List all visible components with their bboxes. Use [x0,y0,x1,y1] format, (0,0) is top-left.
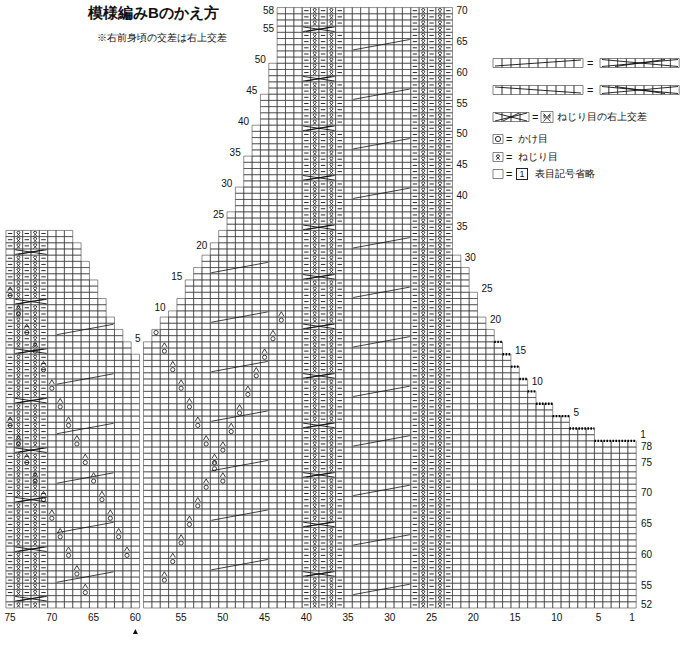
equals-sign: = [506,152,512,163]
neck-row-number: 55 [263,24,274,34]
row-number: 15 [515,346,526,356]
legend-twist-cross-symbol [543,114,550,122]
stitch-number: 10 [551,613,562,623]
equals-sign: = [506,134,512,145]
neck-row-number: 25 [213,210,224,220]
bind-off-line [494,342,636,441]
stitch-number: 60 [130,613,141,623]
stitch-number: 30 [384,613,395,623]
row-number: 60 [641,550,652,560]
stitch-grid [6,8,636,608]
long-cable-line [57,40,410,595]
row-number: 45 [456,160,467,170]
box-text: 1 [519,170,524,179]
cable-cross-symbol [15,27,334,601]
legend-cell [493,59,679,179]
stitch-number: 25 [426,613,437,623]
neck-row-number: 58 [263,6,274,16]
row-number: 65 [641,519,652,529]
legend-text: ねじり目の右上交差 [557,112,647,122]
equals-sign: = [587,85,593,96]
stitch-number: 1 [629,613,635,623]
note-text: ※右前身頃の交差は右上交差 [97,33,227,43]
legend-text: かけ目 [518,134,548,144]
row-number: 60 [456,68,467,78]
row-number: 25 [482,284,493,294]
row-number: 1 [640,430,646,440]
stitch-number: 35 [343,613,354,623]
legend-cable-symbol [495,60,678,122]
neck-row-number: 10 [154,303,165,313]
neck-row-number: 5 [135,334,141,344]
equals-sign: = [532,112,538,123]
row-number: 65 [456,37,467,47]
row-number: 55 [641,581,652,591]
stitch-number: 50 [217,613,228,623]
symbol-box: 1 [516,168,528,180]
neck-row-number: 45 [246,86,257,96]
row-number: 10 [532,377,543,387]
row-number: 75 [641,458,652,468]
row-number: 70 [641,488,652,498]
legend-twisted-stitch-symbol [496,155,500,160]
twisted-stitch-symbol [17,8,442,607]
stitch-number: 5 [596,613,602,623]
stitch-number: 70 [46,613,57,623]
yarn-over-symbol [8,293,283,594]
row-number: 35 [456,222,467,232]
row-number: 78 [641,442,652,452]
stitch-number: 65 [88,613,99,623]
legend-text: ねじり目 [518,152,558,162]
neck-row-number: 30 [221,179,232,189]
neck-row-number: 40 [238,117,249,127]
row-number: 50 [456,129,467,139]
row-number: 52 [641,600,652,610]
center-mark [133,629,138,634]
stitch-number: 45 [259,613,270,623]
legend-text: 表目記号省略 [535,169,595,179]
row-number: 70 [456,6,467,16]
chart-title: 模様編みBのかえ方 [88,5,219,20]
decrease-symbol [8,287,284,589]
row-number: 5 [573,408,579,418]
stitch-number: 75 [5,613,16,623]
stitch-number: 20 [468,613,479,623]
stitch-number: 55 [176,613,187,623]
row-number: 20 [490,315,501,325]
neck-row-number: 15 [171,272,182,282]
row-number: 55 [456,99,467,109]
purl-symbol [8,11,451,605]
neck-row-number: 50 [255,55,266,65]
legend-yarn-over-symbol [495,136,500,141]
neck-row-number: 20 [196,241,207,251]
neck-row-number: 35 [230,148,241,158]
row-number: 30 [465,253,476,263]
row-number: 40 [456,191,467,201]
equals-sign: = [587,58,593,69]
equals-sign: = [506,169,512,180]
stitch-number: 15 [510,613,521,623]
stitch-number: 40 [301,613,312,623]
